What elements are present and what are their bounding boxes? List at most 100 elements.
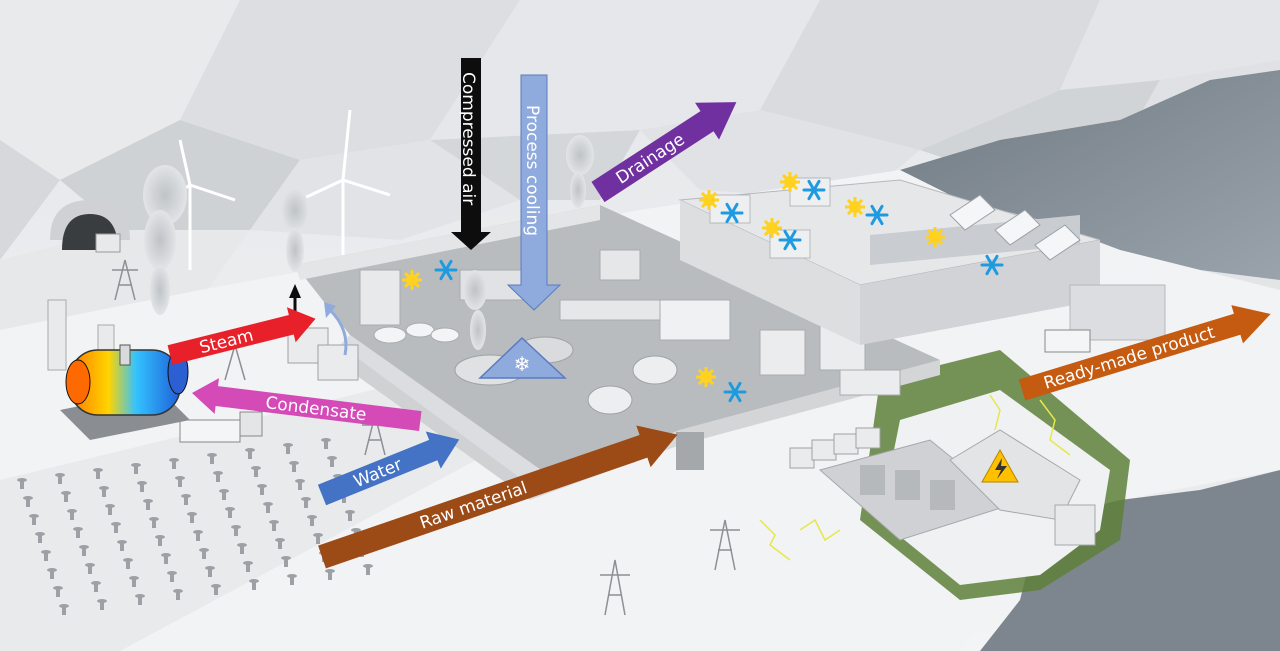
factory-building	[295, 205, 940, 500]
field-post	[138, 596, 142, 605]
field-post	[196, 532, 200, 541]
field-post-cap	[111, 522, 121, 526]
field-post-cap	[325, 569, 335, 573]
field-post	[298, 481, 302, 490]
field-post	[292, 463, 296, 472]
field-post-cap	[93, 468, 103, 472]
sun-icon	[780, 172, 800, 192]
field-post	[266, 504, 270, 513]
sun-icon	[402, 270, 422, 290]
field-post	[58, 475, 62, 484]
field-post	[88, 565, 92, 574]
field-post	[20, 480, 24, 489]
field-post-cap	[321, 438, 331, 442]
field-post	[178, 478, 182, 487]
field-post-cap	[211, 584, 221, 588]
field-post	[216, 473, 220, 482]
field-post	[260, 486, 264, 495]
field-post-cap	[245, 448, 255, 452]
field-post	[44, 552, 48, 561]
field-post	[330, 458, 334, 467]
field-post-cap	[187, 512, 197, 516]
field-post-cap	[313, 533, 323, 537]
field-post-cap	[301, 497, 311, 501]
field-post-cap	[47, 568, 57, 572]
flow-arrows: Steam Condensate Water Raw material Read…	[167, 58, 1271, 569]
field-post-cap	[269, 520, 279, 524]
field-post-cap	[213, 471, 223, 475]
field-post-cap	[251, 466, 261, 470]
field-post	[170, 573, 174, 582]
field-post	[342, 494, 346, 503]
field-post-cap	[257, 484, 267, 488]
field-post-cap	[351, 528, 361, 532]
field-post-cap	[99, 486, 109, 490]
field-post	[50, 570, 54, 579]
field-post	[246, 563, 250, 572]
temperature-icons	[402, 172, 1004, 403]
field-post-cap	[131, 463, 141, 467]
compressed-air-label: Compressed air	[458, 72, 478, 205]
field-post-cap	[123, 558, 133, 562]
field-post	[126, 560, 130, 569]
snowflake-icon	[723, 381, 747, 403]
lake	[900, 70, 1280, 651]
field-post-cap	[55, 473, 65, 477]
field-post	[38, 534, 42, 543]
sun-icon	[845, 197, 865, 217]
field-post	[248, 450, 252, 459]
field-post-cap	[263, 502, 273, 506]
field-post-cap	[117, 540, 127, 544]
field-post	[132, 578, 136, 587]
field-post	[108, 506, 112, 515]
field-post	[254, 468, 258, 477]
field-post	[324, 440, 328, 449]
field-post	[284, 558, 288, 567]
field-post-cap	[237, 543, 247, 547]
field-post	[134, 465, 138, 474]
field-post-cap	[105, 504, 115, 508]
snowflake-icon	[865, 204, 889, 226]
field-post	[76, 529, 80, 538]
sun-icon	[696, 367, 716, 387]
field-post-cap	[97, 599, 107, 603]
field-post-cap	[193, 530, 203, 534]
field-post-cap	[283, 443, 293, 447]
svg-text:❄: ❄	[514, 352, 531, 376]
field-post-cap	[281, 556, 291, 560]
field-post-cap	[67, 509, 77, 513]
field-post	[366, 566, 370, 575]
field-post-cap	[91, 581, 101, 585]
energy-sparks	[759, 394, 1071, 561]
sun-icon	[699, 190, 719, 210]
field-post-cap	[29, 514, 39, 518]
field-post-cap	[243, 561, 253, 565]
field-post-cap	[59, 604, 69, 608]
field-post-cap	[149, 517, 159, 521]
field-post	[164, 555, 168, 564]
field-post-cap	[205, 566, 215, 570]
field-post-cap	[295, 479, 305, 483]
field-post-cap	[73, 527, 83, 531]
field-post-cap	[275, 538, 285, 542]
field-post	[202, 550, 206, 559]
field-post-cap	[363, 564, 373, 568]
field-post-cap	[231, 525, 241, 529]
field-post	[328, 571, 332, 580]
field-post	[100, 601, 104, 610]
field-post	[158, 537, 162, 546]
snowflake-icon	[802, 179, 826, 201]
field-post-cap	[327, 456, 337, 460]
field-post-cap	[345, 510, 355, 514]
field-post-cap	[219, 489, 229, 493]
field-post	[272, 522, 276, 531]
lightning-warning-icon	[981, 448, 1019, 483]
field-post	[278, 540, 282, 549]
field-post	[70, 511, 74, 520]
field-post	[316, 535, 320, 544]
field-post	[102, 488, 106, 497]
field-post-cap	[289, 461, 299, 465]
sun-icon	[925, 227, 945, 247]
field-post-cap	[23, 496, 33, 500]
field-post	[26, 498, 30, 507]
